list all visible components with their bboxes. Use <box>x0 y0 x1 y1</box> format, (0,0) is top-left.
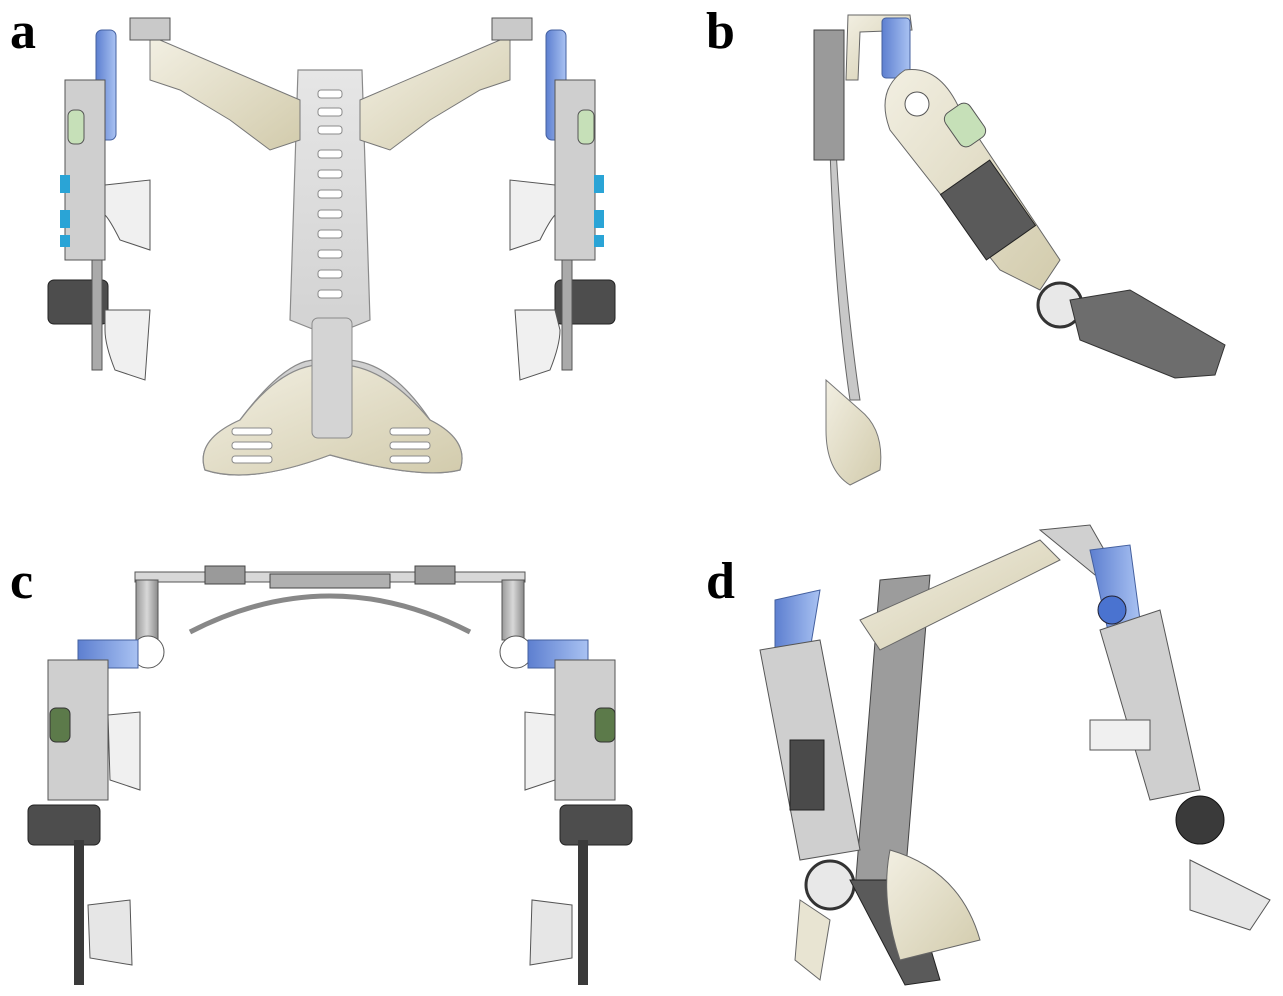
left-upper-cuff <box>104 179 151 251</box>
panel-d-isometric-view <box>759 524 1271 986</box>
forearm-plate <box>1069 289 1226 379</box>
left-upper-arm <box>64 79 106 261</box>
left-shoulder-link <box>149 39 301 151</box>
right-upper-arm <box>554 79 596 261</box>
panel-a-front-view <box>47 17 616 476</box>
left-forearm-cuff <box>104 309 151 381</box>
control-board <box>939 159 1037 261</box>
iso-left-elbow-motor <box>804 859 856 911</box>
hip-slots <box>231 427 431 464</box>
panel-label-b: b <box>706 3 735 60</box>
side-blue-joint <box>881 17 911 79</box>
iso-right-arm <box>1099 609 1201 801</box>
back-strap <box>829 149 861 401</box>
lower-spine-strip <box>311 317 353 439</box>
right-forearm-cuff <box>514 309 561 381</box>
iso-right-elbow-motor <box>1175 795 1225 845</box>
iso-shoulder-link <box>859 539 1061 651</box>
panel-label-a: a <box>10 3 36 60</box>
right-shoulder-link <box>359 39 511 151</box>
back-arc <box>188 593 472 635</box>
side-hip-plate <box>825 378 882 486</box>
shoulder-bracket <box>845 14 913 81</box>
right-top-pivot <box>499 635 533 669</box>
panel-b-side-view <box>813 14 1226 486</box>
side-spine-column <box>813 29 845 161</box>
right-upper-cuff <box>509 179 556 251</box>
panel-c-top-view <box>27 565 633 985</box>
panel-label-d: d <box>706 553 735 610</box>
spine-slots <box>317 89 343 299</box>
panel-label-c: c <box>10 553 34 610</box>
iso-hip-plate <box>886 849 981 961</box>
